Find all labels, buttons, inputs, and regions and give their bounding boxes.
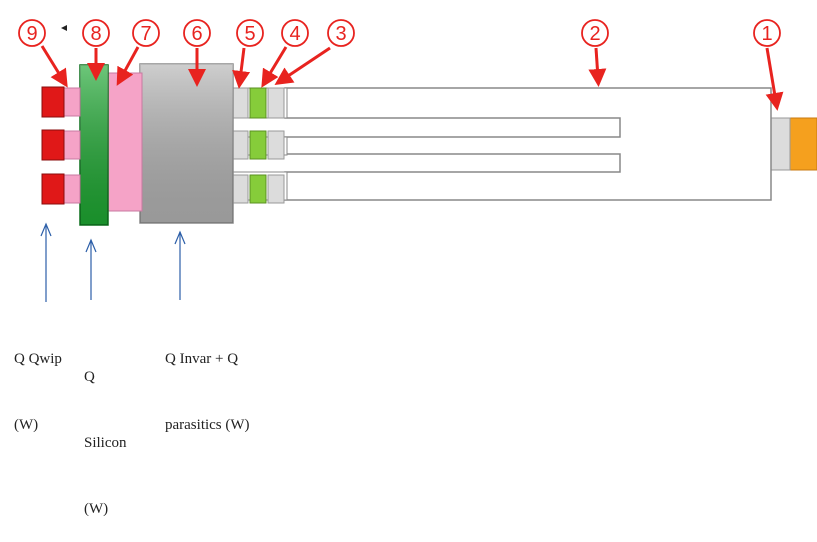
qwip-annotation: Q Qwip (W): [14, 304, 62, 458]
callout-1: 1: [753, 19, 784, 111]
silicon-annotation: Q Silicon (W): [84, 322, 127, 542]
silicon-arrow: [85, 238, 97, 300]
pink-spacers-9: [63, 87, 81, 204]
invar-shade: [140, 64, 233, 223]
callout-5: 5: [232, 19, 264, 89]
qwip-line-1: Q Qwip: [14, 351, 62, 367]
pink-block: [107, 72, 143, 212]
callout-3: 3: [274, 19, 355, 85]
qwip-arrow: [40, 222, 52, 302]
invar-annotation: Q Invar + Q parasitics (W): [165, 304, 250, 458]
callout-7: 7: [116, 19, 160, 86]
callout-8-label: 8: [90, 23, 101, 45]
callout-5-label: 5: [244, 23, 255, 45]
callout-4: 4: [261, 19, 309, 88]
silicon-line-2: Silicon: [84, 435, 127, 451]
callout-4-label: 4: [289, 23, 300, 45]
callout-6-label: 6: [191, 23, 202, 45]
callout-8: 8: [82, 19, 110, 81]
lime-bands-4: [249, 87, 267, 204]
invar-arrow: [174, 230, 186, 300]
invar-line-1: Q Invar + Q: [165, 351, 239, 367]
small-triangle-icon: [61, 25, 67, 31]
callout-9-label: 9: [26, 23, 37, 45]
finger-body: [284, 87, 772, 201]
orange-end-block: [789, 117, 817, 171]
spacers-3: [267, 87, 285, 204]
cold-finger-diagram: 1 2 3 4 5 6 7 8 9: [18, 19, 817, 302]
qwip-line-2: (W): [14, 417, 39, 433]
callout-1-label: 1: [761, 23, 772, 45]
callout-2-label: 2: [589, 23, 600, 45]
qwip-blocks: [41, 86, 65, 205]
silicon-line-1: Q: [84, 369, 95, 385]
silicon-line-3: (W): [84, 501, 109, 517]
end-plate: [770, 117, 791, 171]
callout-6: 6: [183, 19, 211, 87]
spacers-5: [231, 87, 249, 204]
callout-3-label: 3: [335, 23, 346, 45]
invar-line-2: parasitics (W): [165, 417, 250, 433]
callout-9: 9: [18, 19, 68, 88]
callout-7-label: 7: [140, 23, 151, 45]
callout-2: 2: [581, 19, 609, 87]
silicon-shade: [80, 65, 108, 225]
